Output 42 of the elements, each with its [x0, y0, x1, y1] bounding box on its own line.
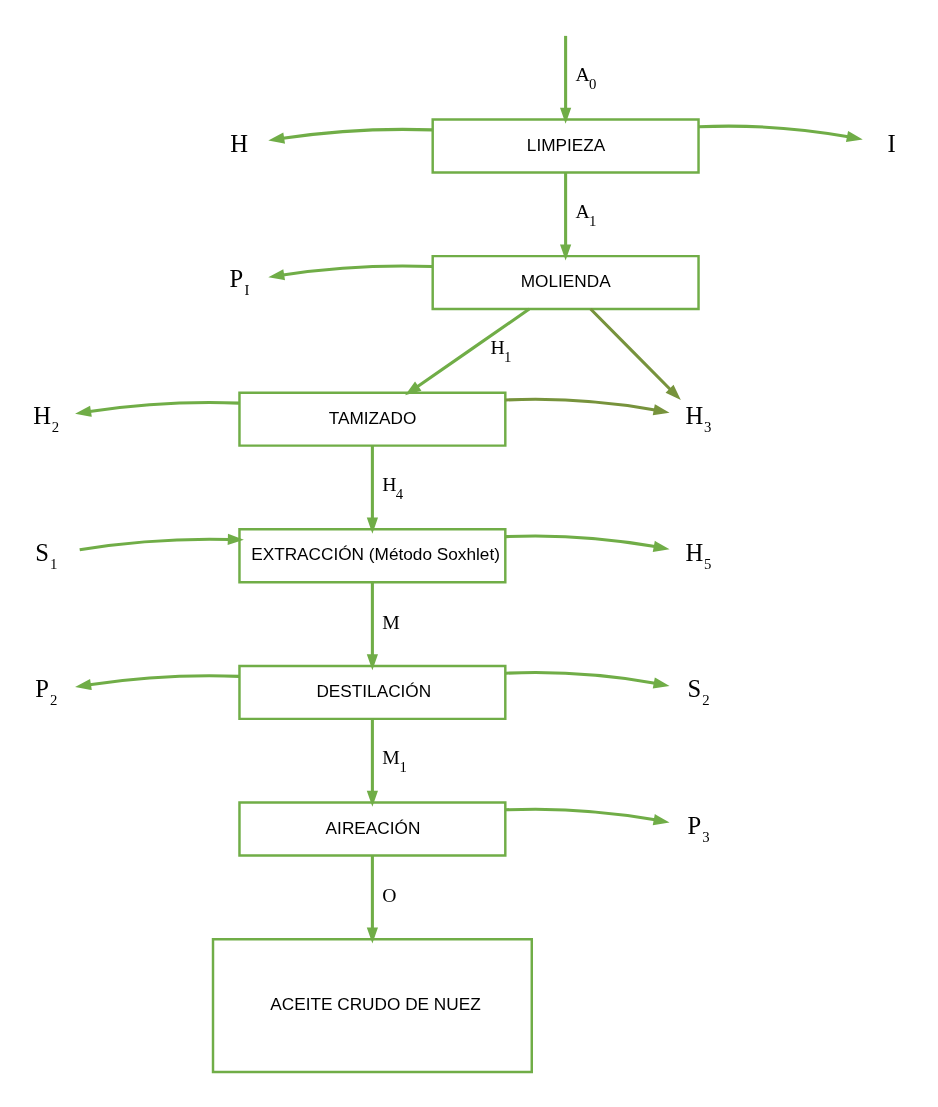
arrow — [79, 533, 244, 552]
arrow — [366, 718, 378, 807]
arrow — [698, 124, 863, 143]
edge-label: O — [382, 883, 397, 906]
arrow — [366, 855, 378, 944]
node-text: S$_{1}$ — [35, 538, 58, 572]
node-box: DESTILACIÓN — [238, 664, 507, 721]
node-text: H — [230, 130, 249, 158]
arrow — [405, 307, 531, 396]
node-text: H$_{5}$ — [685, 538, 712, 572]
node-text: S$_{2}$ — [687, 675, 710, 709]
node-box: LIMPIEZA — [431, 118, 700, 174]
node-box: MOLIENDA — [431, 254, 700, 311]
node-box: EXTRACCIÓN (Método Soxhlet) — [238, 528, 507, 584]
arrow — [75, 674, 240, 691]
node-text: P$_{2}$ — [35, 675, 58, 709]
arrow — [560, 35, 572, 124]
node-text: P$_{I}$ — [229, 265, 250, 299]
node-text: H$_{3}$ — [685, 402, 712, 436]
arrow — [75, 401, 240, 417]
edge-label: H$_{4}$ — [382, 472, 404, 502]
arrow — [589, 307, 681, 401]
node-text: P$_{3}$ — [687, 811, 710, 845]
arrow — [505, 534, 670, 552]
arrow — [366, 445, 378, 534]
node-text: H$_{2}$ — [33, 402, 60, 436]
arrow — [505, 397, 670, 416]
arrow — [268, 264, 433, 281]
edge-label: A$_{0}$ — [575, 63, 597, 93]
arrow — [366, 582, 378, 671]
arrow — [505, 807, 670, 826]
node-box: TAMIZADO — [238, 391, 507, 447]
edge-label: A$_{1}$ — [575, 199, 597, 229]
edge-label: M — [382, 610, 400, 633]
edge-label: H$_{1}$ — [490, 336, 512, 366]
arrow — [560, 172, 572, 261]
node-text: I — [887, 130, 896, 158]
node-box: AIREACIÓN — [238, 801, 507, 857]
arrow — [268, 127, 433, 144]
edge-label: M$_{1}$ — [382, 746, 407, 776]
node-box: ACEITE CRUDO DE NUEZ — [211, 937, 533, 1074]
arrow — [505, 671, 670, 689]
